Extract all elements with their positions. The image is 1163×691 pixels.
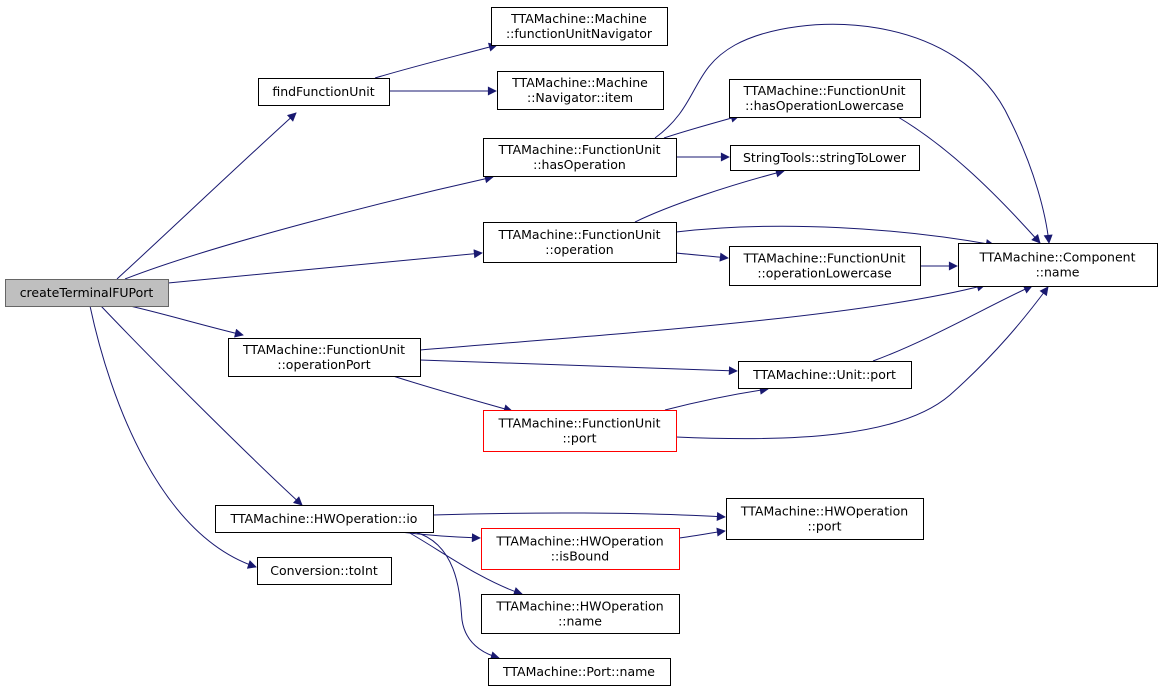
node-Unit_port[interactable]: TTAMachine::Unit::port [738, 361, 912, 389]
edge-createTerminalFUPort-to-HWOperation_io [100, 305, 303, 506]
edge-createTerminalFUPort-to-FunctionUnit_hasOperation [124, 174, 494, 280]
node-label: ::operation [545, 242, 613, 257]
node-box [491, 7, 668, 46]
node-findFunctionUnit[interactable]: findFunctionUnit [258, 78, 390, 106]
node-label: TTAMachine::FunctionUnit [743, 83, 906, 98]
edge-HWOperation_io-to-HWOperation_port [432, 512, 726, 522]
node-label: TTAMachine::Machine [510, 11, 647, 26]
node-box [483, 222, 677, 263]
node-label: ::name [1036, 265, 1080, 280]
node-label: createTerminalFUPort [20, 285, 154, 300]
node-box [726, 498, 924, 540]
node-label: TTAMachine::HWOperation [495, 534, 663, 549]
node-FunctionUnit_operationPort[interactable]: TTAMachine::FunctionUnit::operationPort [228, 338, 421, 377]
node-label: StringTools::stringToLower [743, 150, 907, 165]
node-FunctionUnit_operation[interactable]: TTAMachine::FunctionUnit::operation [483, 222, 677, 263]
node-box [730, 145, 920, 171]
node-label: ::name [558, 614, 602, 629]
edge-FunctionUnit_operation-to-Component_name [675, 225, 995, 248]
edge-FunctionUnit_port-to-Unit_port [664, 385, 769, 411]
node-label: ::isBound [551, 549, 609, 564]
edge-createTerminalFUPort-to-FunctionUnit_operationPort [129, 305, 244, 338]
edge-FunctionUnit_operation-to-StringTools_stringToLower [634, 168, 785, 223]
node-label: TTAMachine::HWOperation [740, 504, 908, 519]
node-HWOperation_io[interactable]: TTAMachine::HWOperation::io [215, 505, 434, 533]
node-box [228, 338, 421, 377]
node-Machine_Navigator_item[interactable]: TTAMachine::Machine::Navigator::item [497, 71, 664, 110]
node-StringTools_stringToLower[interactable]: StringTools::stringToLower [730, 145, 920, 171]
edge-FunctionUnit_hasOperation-to-Component_name [654, 23, 1053, 244]
node-HWOperation_isBound[interactable]: TTAMachine::HWOperation::isBound [481, 528, 680, 570]
edge-FunctionUnit_hasOperationLowercase-to-Component_name [897, 116, 1041, 244]
node-box [738, 361, 912, 389]
node-box [481, 528, 680, 570]
node-label: ::operationLowercase [757, 266, 892, 281]
node-label: Conversion::toInt [270, 563, 378, 578]
node-label: ::port [562, 431, 596, 446]
node-createTerminalFUPort[interactable]: createTerminalFUPort [5, 279, 169, 307]
node-box [483, 138, 677, 177]
node-box [5, 279, 169, 307]
node-box [488, 658, 671, 686]
node-label: TTAMachine::Component [979, 250, 1136, 265]
node-label: TTAMachine::FunctionUnit [498, 227, 661, 242]
node-Machine_functionUnitNavigator[interactable]: TTAMachine::Machine::functionUnitNavigat… [491, 7, 668, 46]
node-HWOperation_name[interactable]: TTAMachine::HWOperation::name [481, 594, 680, 634]
edge-createTerminalFUPort-to-findFunctionUnit [116, 112, 297, 280]
node-label: TTAMachine::FunctionUnit [498, 416, 661, 431]
node-label: TTAMachine::FunctionUnit [498, 142, 661, 157]
node-FunctionUnit_operationLowercase[interactable]: TTAMachine::FunctionUnit::operationLower… [729, 246, 921, 286]
edge-HWOperation_io-to-Port_name [414, 531, 500, 661]
node-box [958, 243, 1158, 287]
node-label: TTAMachine::FunctionUnit [743, 251, 906, 266]
edge-HWOperation_isBound-to-HWOperation_port [678, 527, 726, 539]
node-label: TTAMachine::Port::name [502, 664, 655, 679]
node-box [257, 557, 392, 585]
edge-FunctionUnit_operationPort-to-Component_name [419, 282, 986, 351]
node-label: findFunctionUnit [272, 84, 374, 99]
node-Component_name[interactable]: TTAMachine::Component::name [958, 243, 1158, 287]
node-box [481, 594, 680, 634]
edge-createTerminalFUPort-to-Conversion_toInt [89, 305, 257, 569]
node-box [729, 246, 921, 286]
edge-createTerminalFUPort-to-FunctionUnit_operation [167, 249, 483, 284]
node-Conversion_toInt[interactable]: Conversion::toInt [257, 557, 392, 585]
node-FunctionUnit_hasOperation[interactable]: TTAMachine::FunctionUnit::hasOperation [483, 138, 677, 177]
node-FunctionUnit_hasOperationLowercase[interactable]: TTAMachine::FunctionUnit::hasOperationLo… [729, 79, 921, 118]
edge-FunctionUnit_operationPort-to-Unit_port [419, 359, 738, 376]
node-box [497, 71, 664, 110]
node-HWOperation_port[interactable]: TTAMachine::HWOperation::port [726, 498, 924, 540]
edge-FunctionUnit_operation-to-FunctionUnit_operationLowercase [675, 252, 729, 262]
nodes-layer: createTerminalFUPortfindFunctionUnitTTAM… [5, 7, 1158, 686]
edge-findFunctionUnit-to-Machine_functionUnitNavigator [374, 42, 498, 79]
node-label: TTAMachine::FunctionUnit [242, 342, 405, 357]
node-FunctionUnit_port[interactable]: TTAMachine::FunctionUnit::port [483, 410, 677, 452]
edge-FunctionUnit_operationPort-to-FunctionUnit_port [392, 375, 513, 414]
edge-FunctionUnit_port-to-Component_name [675, 286, 1049, 440]
edge-HWOperation_io-to-HWOperation_name [407, 531, 523, 596]
node-label: ::functionUnitNavigator [506, 26, 653, 41]
node-label: ::port [807, 519, 841, 534]
node-label: ::operationPort [277, 357, 370, 372]
node-label: ::hasOperationLowercase [745, 98, 904, 113]
node-box [215, 505, 434, 533]
node-label: TTAMachine::HWOperation::io [230, 511, 418, 526]
node-Port_name[interactable]: TTAMachine::Port::name [488, 658, 671, 686]
node-label: TTAMachine::HWOperation [495, 599, 663, 614]
node-label: TTAMachine::Machine [511, 75, 648, 90]
edges-layer [89, 23, 1053, 661]
node-label: ::Navigator::item [527, 90, 633, 105]
node-box [729, 79, 921, 118]
node-label: TTAMachine::Unit::port [752, 367, 896, 382]
node-box [258, 78, 390, 106]
edge-FunctionUnit_hasOperation-to-FunctionUnit_hasOperationLowercase [663, 113, 740, 139]
edge-Unit_port-to-Component_name [872, 285, 1033, 362]
node-label: ::hasOperation [533, 157, 626, 172]
node-box [483, 410, 677, 452]
